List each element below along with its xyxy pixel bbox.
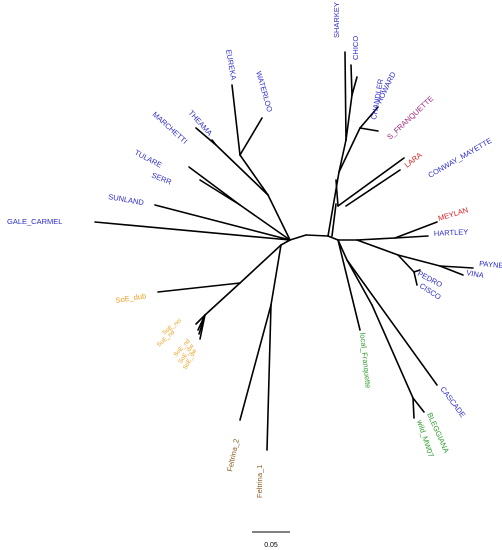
leaf-label-marchetti: MARCHETTI bbox=[151, 110, 190, 146]
branch bbox=[338, 127, 361, 173]
branch bbox=[335, 179, 339, 207]
branch bbox=[439, 265, 474, 269]
leaf-label-vina: VINA bbox=[466, 268, 485, 280]
leaf-label-s-franquette: S_FRANQUETTE bbox=[385, 94, 435, 142]
scale-bar-label: 0.05 bbox=[264, 542, 278, 549]
leaf-label-soe-dub: SoE_dub bbox=[115, 291, 147, 305]
branch bbox=[350, 64, 353, 96]
branch bbox=[204, 282, 241, 316]
branch bbox=[345, 169, 401, 207]
leaf-label-sharkey: SHARKEY bbox=[332, 2, 341, 38]
branch bbox=[359, 106, 379, 129]
leaf-label-chico: CHICO bbox=[351, 36, 360, 60]
leaf-label-cascade: CASCADE bbox=[438, 385, 467, 419]
branch bbox=[338, 139, 347, 173]
branch bbox=[337, 157, 405, 207]
leaf-label-local-franquette: local_Franquette bbox=[358, 332, 373, 389]
leaf-label-payne: PAYNE bbox=[479, 259, 502, 270]
branch bbox=[157, 282, 241, 293]
branch bbox=[94, 221, 291, 241]
branch bbox=[412, 397, 425, 413]
branch bbox=[346, 259, 373, 306]
leaf-label-feltrina-1: Feltrina_1 bbox=[255, 465, 264, 498]
leaf-label-theama: THEAMA bbox=[187, 108, 215, 137]
branch bbox=[351, 76, 358, 96]
leaf-label-lara: LARA bbox=[403, 150, 424, 169]
branch bbox=[239, 154, 269, 196]
branch bbox=[331, 203, 337, 237]
leaf-labels: SHARKEY CHICO CHANDLER HOWARD S_FRANQUET… bbox=[7, 2, 502, 498]
branch bbox=[154, 204, 291, 241]
leaf-label-feltrina-2: Feltrina_2 bbox=[225, 438, 241, 473]
branch bbox=[439, 265, 464, 276]
branch bbox=[412, 397, 415, 419]
branch bbox=[327, 171, 340, 237]
branch bbox=[356, 239, 399, 256]
leaf-label-eureka: EUREKA bbox=[224, 49, 238, 81]
branch bbox=[337, 239, 361, 331]
branch bbox=[356, 237, 396, 241]
branch bbox=[371, 304, 414, 399]
branch bbox=[239, 244, 282, 284]
leaf-label-tulare: TULARE bbox=[133, 148, 163, 170]
branch bbox=[289, 234, 307, 241]
leaf-label-conway-mayette: CONWAY_MAYETTE bbox=[427, 136, 494, 180]
branch bbox=[211, 139, 217, 146]
leaf-label-gale-carmel: GALE_CARMEL bbox=[7, 217, 62, 226]
tree-branches bbox=[94, 51, 474, 451]
leaf-label-waterloo: WATERLOO bbox=[254, 70, 274, 113]
scale-bar: 0.05 bbox=[252, 531, 290, 549]
branch bbox=[397, 254, 415, 273]
branch bbox=[413, 269, 421, 273]
branch bbox=[270, 244, 282, 306]
branch bbox=[266, 304, 272, 451]
branch bbox=[239, 304, 272, 421]
leaf-label-hartley: HARTLEY bbox=[434, 227, 469, 238]
branch bbox=[199, 179, 241, 206]
branch bbox=[345, 94, 353, 141]
branch bbox=[394, 235, 429, 239]
branch bbox=[188, 166, 241, 206]
leaf-label-serr: SERR bbox=[150, 171, 173, 187]
branch bbox=[267, 194, 291, 241]
branch bbox=[231, 84, 241, 156]
branch bbox=[359, 127, 379, 132]
leaf-label-sunland: SUNLAND bbox=[108, 192, 145, 207]
branch bbox=[394, 221, 438, 239]
branch bbox=[397, 254, 441, 267]
branch bbox=[346, 259, 438, 386]
branch bbox=[199, 314, 206, 340]
leaf-label-meylan: MEYLAN bbox=[437, 205, 469, 223]
branch bbox=[344, 51, 347, 141]
branch bbox=[280, 239, 291, 246]
branch bbox=[239, 117, 263, 156]
branch bbox=[239, 204, 291, 241]
branch bbox=[215, 144, 269, 196]
branch bbox=[327, 235, 339, 241]
branch bbox=[413, 271, 418, 286]
branch bbox=[195, 127, 217, 146]
branch bbox=[305, 234, 329, 237]
